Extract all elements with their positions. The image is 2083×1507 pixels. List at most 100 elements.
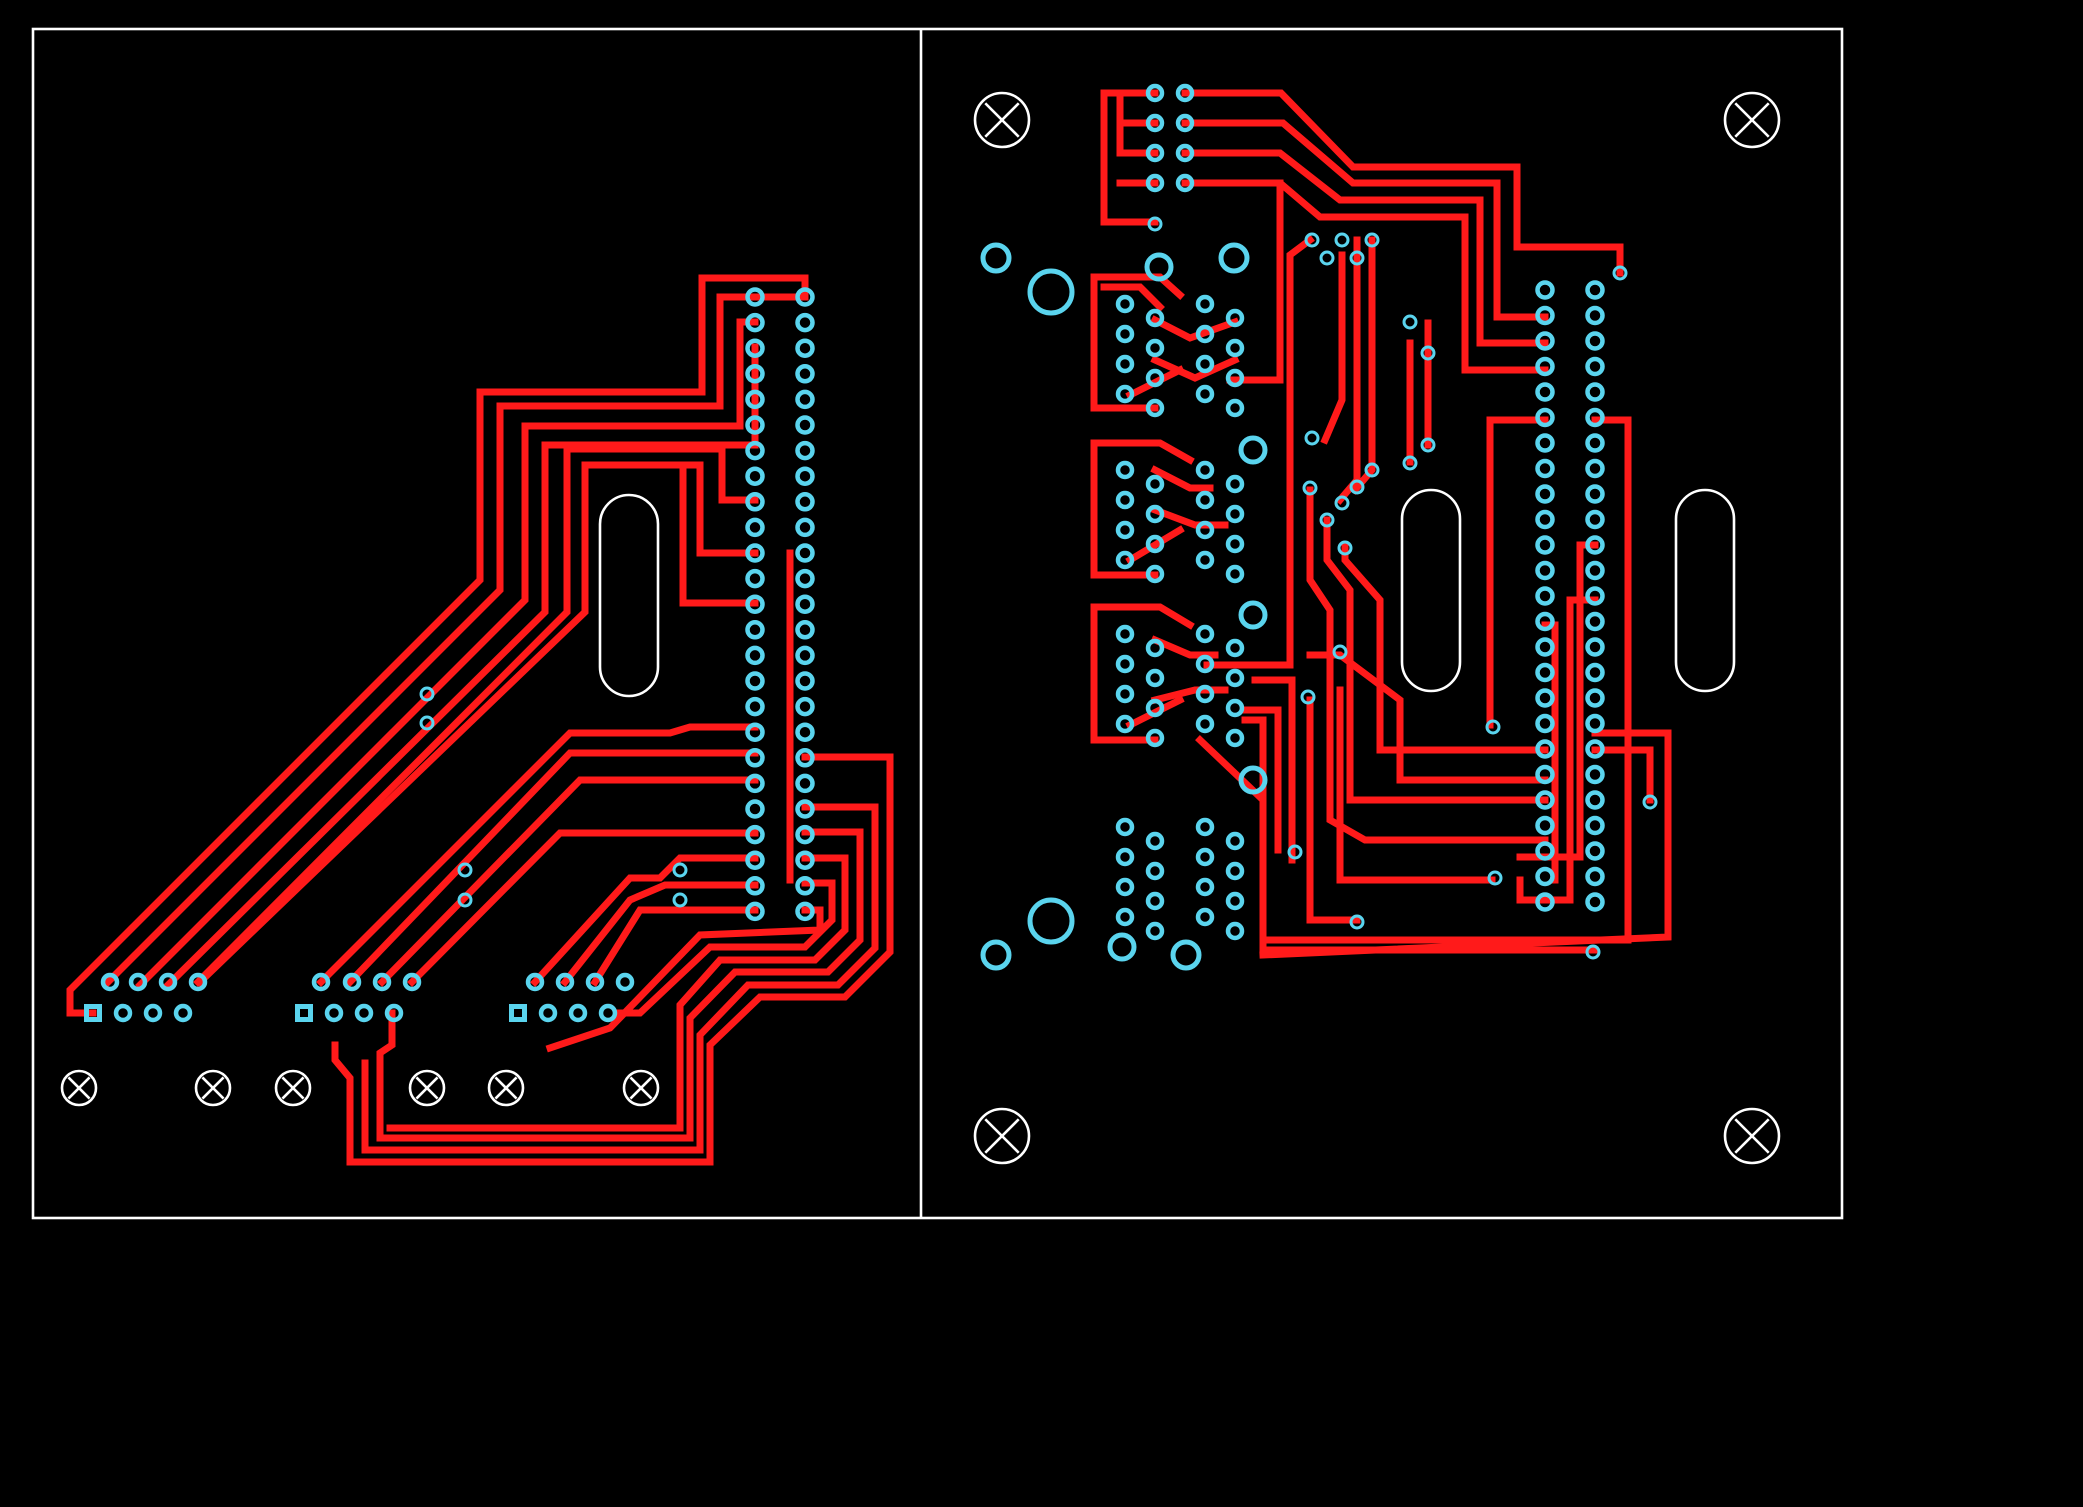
left-header-pad-b (795, 748, 815, 768)
right-header-pad-b (1585, 356, 1605, 377)
via (419, 686, 435, 702)
left-header-pad-a (745, 722, 765, 742)
left-header-pad-a (745, 799, 765, 819)
via (1332, 644, 1348, 660)
connector-pad-bottom (384, 1003, 404, 1023)
connector-pad-bottom (598, 1003, 618, 1023)
right-header-pad-b (1585, 509, 1605, 530)
right-header-pad-a (1535, 815, 1555, 836)
right-header-pad-a (1535, 688, 1555, 708)
component-pad (1225, 474, 1245, 494)
right-header-pad-a (1535, 611, 1555, 632)
connector-pad-top (615, 972, 635, 992)
component-pad (1145, 921, 1165, 941)
left-header-pad-b (795, 773, 815, 794)
left-header-pad-a (745, 312, 765, 333)
component-pad (1195, 520, 1215, 540)
component-pad (1195, 907, 1215, 927)
via (672, 862, 688, 878)
connector-pad-top (342, 972, 362, 992)
component-pad (1225, 921, 1245, 941)
via (1364, 232, 1380, 248)
slot-right-board-2 (1674, 488, 1736, 693)
large-pad (1144, 252, 1174, 282)
left-header-pad-b (795, 492, 815, 512)
connector-pad-top (158, 972, 178, 992)
large-pad (1238, 600, 1268, 630)
right-header-pad-b (1585, 866, 1605, 887)
component-pad (1115, 877, 1135, 897)
left-header-pad-a (745, 287, 765, 307)
connector-pad-bottom (143, 1003, 163, 1023)
left-header-pad-b (795, 722, 815, 742)
right-board-traces (1090, 89, 1672, 959)
via (1287, 844, 1303, 860)
component-pad (1145, 474, 1165, 494)
component-pad (1145, 861, 1165, 881)
right-header-pad-b (1585, 688, 1605, 708)
component-pad (1225, 861, 1245, 881)
via (1612, 265, 1628, 281)
left-header-pad-a (745, 543, 765, 563)
via (1585, 944, 1601, 960)
right-header-pad-b (1585, 713, 1605, 734)
via (1319, 250, 1335, 266)
left-header-pad-a (745, 696, 765, 717)
right-header-pad-b (1585, 586, 1605, 606)
component-pad (1195, 817, 1215, 837)
component-pad (1115, 354, 1135, 374)
connector-pad-top (402, 972, 422, 992)
slot-right-board-1 (1400, 488, 1462, 693)
via (1349, 914, 1365, 930)
component-pad (1195, 624, 1215, 644)
left-header-pad-b (795, 620, 815, 640)
mounting-hole-x-icon (194, 1069, 232, 1107)
via (1147, 216, 1163, 232)
via (457, 892, 473, 908)
component-pad (1145, 308, 1165, 328)
connector-pin1-square-pad (84, 1004, 102, 1022)
connector-pad-bottom (324, 1003, 344, 1023)
pads-group (84, 83, 1605, 1023)
right-top-connector-pad (1145, 113, 1165, 133)
component-pad (1115, 907, 1135, 927)
via (1364, 462, 1380, 478)
mounting-hole-x-icon (60, 1069, 98, 1107)
via (1642, 794, 1658, 810)
left-header-pad-b (795, 312, 815, 333)
component-pad (1225, 308, 1245, 328)
connector-pad-top (188, 972, 208, 992)
left-header-pad-b (795, 645, 815, 666)
right-header-pad-b (1585, 790, 1605, 810)
mounting-hole-x-icon (1723, 91, 1781, 149)
via (1349, 250, 1365, 266)
right-top-connector-pad (1175, 143, 1195, 163)
left-header-pad-a (745, 901, 765, 922)
connector-pad-top (100, 972, 120, 992)
connector-pad-bottom (538, 1003, 558, 1023)
right-top-connector-pad (1145, 83, 1165, 103)
component-pad (1115, 654, 1135, 674)
via (672, 892, 688, 908)
component-pad (1145, 698, 1165, 718)
left-header-pad-b (795, 364, 815, 384)
right-top-connector-pad (1145, 173, 1165, 193)
right-top-connector-pad (1175, 173, 1195, 193)
left-header-pad-b (795, 671, 815, 691)
component-pad (1195, 324, 1215, 344)
mounting-holes-group (60, 91, 1781, 1165)
mounting-hole-x-icon (1723, 1107, 1781, 1165)
component-pad (1195, 684, 1215, 704)
left-header-pad-a (745, 338, 765, 358)
right-header-pad-a (1535, 382, 1555, 402)
right-header-pad-a (1535, 764, 1555, 785)
via (1319, 512, 1335, 528)
component-pad (1225, 698, 1245, 718)
connector-pad-top (555, 972, 575, 992)
component-pad (1115, 847, 1135, 867)
right-header-pad-b (1585, 433, 1605, 453)
left-header-pad-b (795, 389, 815, 410)
connector-pad-bottom (113, 1003, 133, 1023)
component-pad (1195, 877, 1215, 897)
